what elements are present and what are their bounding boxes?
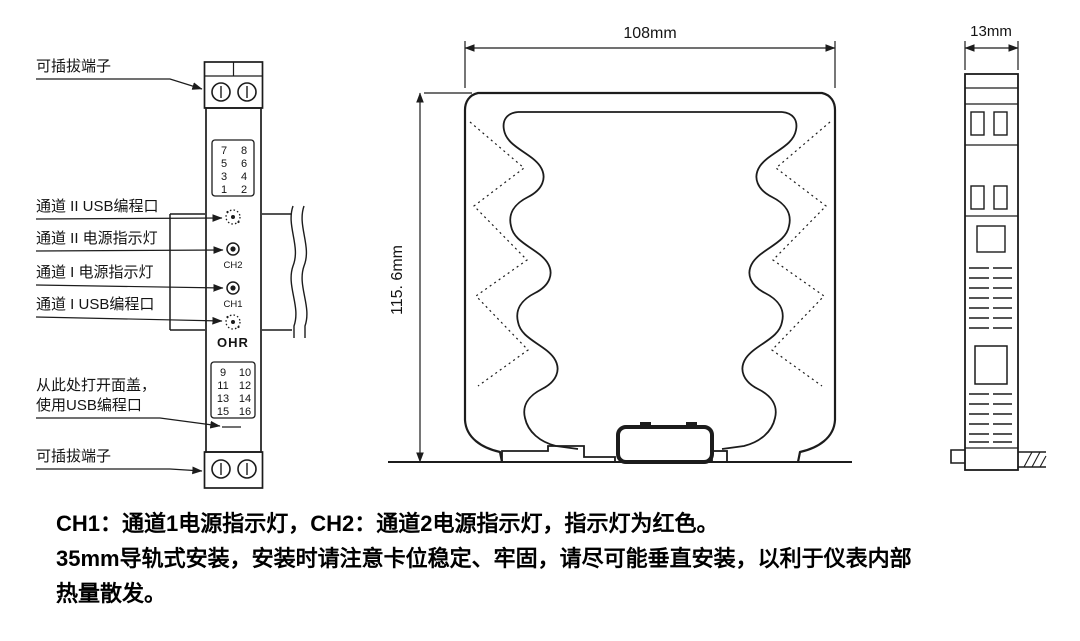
terminal-number: 9 bbox=[220, 367, 226, 379]
screw-terminal bbox=[237, 459, 257, 479]
dimension-width-108: 108mm bbox=[464, 25, 836, 88]
dimension-width-13: 13mm bbox=[964, 23, 1019, 70]
terminal-number: 11 bbox=[217, 380, 228, 392]
terminal-number: 6 bbox=[241, 158, 247, 170]
clip-tab-right bbox=[711, 450, 728, 463]
terminal-slot bbox=[993, 111, 1008, 136]
clip-step-left bbox=[501, 445, 616, 462]
label-ch2-power-led: 通道 II 电源指示灯 bbox=[36, 230, 158, 247]
terminal-number: 4 bbox=[241, 171, 247, 183]
terminal-number: 1 bbox=[221, 184, 227, 196]
leader-line bbox=[35, 214, 223, 222]
callout-labels: 可插拔端子 通道 II USB编程口 通道 II 电源指示灯 通道 I 电源指示… bbox=[35, 58, 224, 475]
din-clip-assembly bbox=[388, 422, 852, 464]
label-open-cover-line1: 从此处打开面盖， bbox=[36, 377, 156, 394]
bottom-terminal-block bbox=[203, 451, 264, 489]
terminal-number: 13 bbox=[217, 393, 229, 405]
inner-wavy-edge-left bbox=[502, 111, 579, 450]
din-rail bbox=[169, 205, 308, 338]
screw-terminal bbox=[237, 82, 257, 102]
device-body bbox=[205, 107, 262, 453]
led-ch1-icon bbox=[226, 281, 240, 295]
dimension-height-115-6: 115. 6mm bbox=[389, 92, 472, 463]
profile-view: 13mm bbox=[950, 23, 1047, 471]
terminal-number: 10 bbox=[239, 367, 251, 379]
profile-body bbox=[950, 73, 1047, 471]
clip-lug bbox=[640, 422, 651, 429]
top-terminal-block bbox=[203, 61, 264, 109]
side-recess bbox=[976, 225, 1006, 253]
side-recess bbox=[974, 345, 1008, 385]
terminal-slot bbox=[970, 185, 985, 210]
note-line-2: 35mm导轨式安装，安装时请注意卡位稳定、牢固，请尽可能垂直安装，以利于仪表内部 bbox=[56, 546, 912, 571]
terminal-number-grid-bottom: 9 10 11 12 13 14 15 16 bbox=[210, 361, 256, 419]
leader-line bbox=[35, 283, 224, 292]
ch1-label: CH1 bbox=[223, 299, 242, 310]
note-line-3: 热量散发。 bbox=[56, 581, 167, 606]
leader-line bbox=[36, 78, 203, 90]
rail-clip bbox=[616, 425, 714, 464]
terminal-number: 14 bbox=[239, 393, 251, 405]
device-front: 7 8 5 6 3 4 1 2 CH2 bbox=[203, 61, 264, 489]
vent-slats-lower bbox=[969, 393, 1012, 443]
leader-line bbox=[36, 466, 203, 475]
rail-hook bbox=[950, 449, 965, 464]
side-view: 108mm 115. 6mm bbox=[388, 25, 852, 464]
terminal-slot bbox=[970, 111, 985, 136]
label-ch1-usb-port: 通道 I USB编程口 bbox=[36, 296, 154, 313]
brand-logo: OHR bbox=[217, 335, 249, 350]
rail-cross-section bbox=[1018, 451, 1047, 468]
leader-line bbox=[36, 417, 221, 429]
grip-texture-left bbox=[469, 121, 529, 387]
note-line-1: CH1：通道1电源指示灯，CH2：通道2电源指示灯，指示灯为红色。 bbox=[56, 511, 719, 536]
dimension-width-value: 108mm bbox=[623, 25, 676, 42]
terminal-number: 8 bbox=[241, 145, 247, 157]
terminal-number: 7 bbox=[221, 145, 227, 157]
notes-block: CH1：通道1电源指示灯，CH2：通道2电源指示灯，指示灯为红色。 35mm导轨… bbox=[56, 506, 1061, 611]
terminal-number-grid-top: 7 8 5 6 3 4 1 2 bbox=[211, 139, 255, 197]
vent-slats-upper bbox=[969, 267, 1012, 329]
dimension-height-value: 115. 6mm bbox=[389, 245, 406, 315]
usb-port-ch1-icon bbox=[225, 314, 241, 330]
led-ch2-icon bbox=[226, 242, 240, 256]
terminal-slot bbox=[993, 185, 1008, 210]
inner-wavy-edge-right bbox=[721, 111, 798, 450]
label-ch1-power-led: 通道 I 电源指示灯 bbox=[36, 264, 154, 281]
screw-terminal bbox=[211, 459, 231, 479]
dimension-13-value: 13mm bbox=[970, 23, 1012, 40]
label-pluggable-terminal-bottom: 可插拔端子 bbox=[36, 448, 111, 465]
rail-break-symbol bbox=[290, 205, 308, 338]
terminal-number: 2 bbox=[241, 184, 247, 196]
terminal-number: 15 bbox=[217, 406, 229, 418]
leader-line bbox=[35, 316, 223, 325]
housing-profile bbox=[463, 91, 837, 463]
terminal-number: 5 bbox=[221, 158, 227, 170]
ch2-label: CH2 bbox=[223, 260, 242, 271]
leader-line bbox=[35, 246, 224, 254]
usb-port-ch2-icon bbox=[225, 209, 241, 225]
label-open-cover-line2: 使用USB编程口 bbox=[36, 397, 142, 414]
front-view: 7 8 5 6 3 4 1 2 CH2 bbox=[35, 58, 308, 489]
label-ch2-usb-port: 通道 II USB编程口 bbox=[36, 198, 159, 215]
terminal-number: 3 bbox=[221, 171, 227, 183]
terminal-number: 16 bbox=[239, 406, 251, 418]
screw-terminal bbox=[211, 82, 231, 102]
terminal-number: 12 bbox=[239, 380, 251, 392]
label-pluggable-terminal-top: 可插拔端子 bbox=[36, 58, 111, 75]
grip-texture-right bbox=[771, 121, 831, 387]
clip-lug bbox=[686, 422, 697, 429]
